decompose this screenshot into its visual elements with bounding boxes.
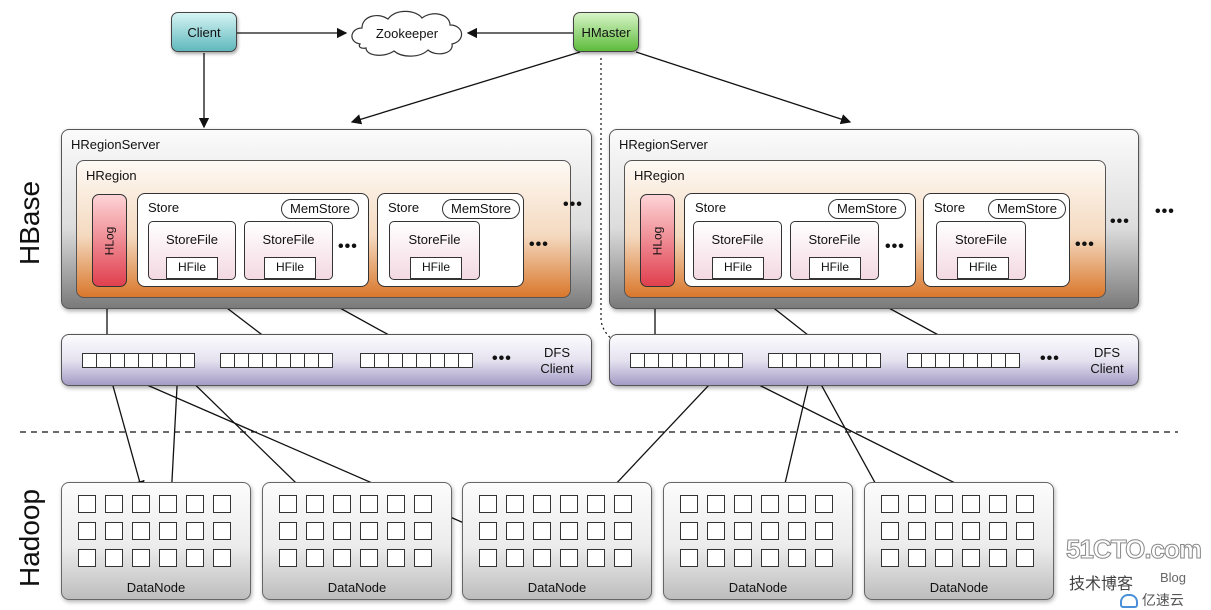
hmaster-label: HMaster xyxy=(581,24,631,40)
client-label: Client xyxy=(187,24,221,40)
storefile-label: StoreFile xyxy=(808,232,861,247)
hregionserver-title: HRegionServer xyxy=(619,137,708,152)
store-label: Store xyxy=(695,200,727,215)
storefile: StoreFile HFile xyxy=(936,221,1026,280)
datanode-1: DataNode xyxy=(61,482,251,600)
hadoop-label: Hadoop xyxy=(14,488,45,587)
dfs-client-2: ••• DFS Client xyxy=(609,334,1139,386)
watermark-site: 51CTO.com xyxy=(1065,534,1202,565)
dfs-block-group xyxy=(630,353,743,368)
zookeeper-label: Zookeeper xyxy=(375,25,439,41)
hfile: HFile xyxy=(410,257,462,279)
datanode-label: DataNode xyxy=(728,580,788,595)
storefile-label: StoreFile xyxy=(165,232,219,247)
datanode-block-grid xyxy=(881,495,1034,567)
dfs-label-line2: Client xyxy=(1090,361,1124,376)
hfile: HFile xyxy=(957,257,1009,279)
dfs-client-label: DFS Client xyxy=(532,345,582,377)
hlog-label: HLog xyxy=(102,226,117,255)
hregion-title: HRegion xyxy=(86,168,137,183)
datanode-3: DataNode xyxy=(462,482,652,600)
hfile: HFile xyxy=(712,257,764,279)
brand-cloud-icon xyxy=(1120,594,1138,609)
watermark-sub2: Blog xyxy=(1160,570,1187,585)
store-label: Store xyxy=(148,200,180,215)
store-ellipsis: ••• xyxy=(1075,236,1095,253)
dfs-block-group xyxy=(907,353,1020,368)
dfs-label-line2: Client xyxy=(540,361,574,376)
dfs-ellipsis: ••• xyxy=(1040,350,1060,367)
hfile: HFile xyxy=(264,257,316,279)
datanode-label: DataNode xyxy=(929,580,989,595)
watermark-brand-logo: 亿速云 xyxy=(1120,590,1184,610)
server-ellipsis: ••• xyxy=(1155,203,1175,220)
hfile: HFile xyxy=(166,257,218,279)
datanode-block-grid xyxy=(78,495,231,567)
datanode-block-grid xyxy=(279,495,432,567)
datanode-block-grid xyxy=(680,495,833,567)
datanode-5: DataNode xyxy=(864,482,1054,600)
storefile: StoreFile HFile xyxy=(389,221,480,280)
hlog-1: HLog xyxy=(92,194,127,287)
memstore: MemStore xyxy=(988,199,1066,219)
datanode-block-grid xyxy=(479,495,632,567)
hmaster-node: HMaster xyxy=(573,12,639,52)
store-1a: Store MemStore StoreFile HFile StoreFile… xyxy=(137,193,369,287)
dfs-block-group xyxy=(220,353,333,368)
memstore: MemStore xyxy=(281,199,359,219)
storefile-label: StoreFile xyxy=(954,232,1008,247)
datanode-label: DataNode xyxy=(527,580,587,595)
hregionserver-1: HRegionServer HRegion HLog Store MemStor… xyxy=(61,129,592,309)
datanode-4: DataNode xyxy=(663,482,853,600)
hregionserver-title: HRegionServer xyxy=(71,137,160,152)
storefile-ellipsis: ••• xyxy=(885,238,905,255)
store-1b: Store MemStore StoreFile HFile xyxy=(377,193,524,287)
hfile: HFile xyxy=(809,257,861,279)
store-ellipsis: ••• xyxy=(529,236,549,253)
hregion-title: HRegion xyxy=(634,168,685,183)
storefile-label: StoreFile xyxy=(711,232,764,247)
store-label: Store xyxy=(388,200,420,215)
hlog-2: HLog xyxy=(640,194,675,287)
storefile: StoreFile HFile xyxy=(790,221,879,280)
storefile-ellipsis: ••• xyxy=(338,238,358,255)
dfs-label-line1: DFS xyxy=(544,345,570,360)
storefile-label: StoreFile xyxy=(408,232,461,247)
dfs-block-group xyxy=(768,353,881,368)
zookeeper-cloud: Zookeeper xyxy=(346,8,468,58)
store-2b: Store MemStore StoreFile HFile xyxy=(923,193,1070,287)
hregion-ellipsis: ••• xyxy=(563,196,583,213)
hregion-ellipsis: ••• xyxy=(1110,213,1130,230)
storefile: StoreFile HFile xyxy=(693,221,782,280)
store-label: Store xyxy=(934,200,966,215)
dfs-client-label: DFS Client xyxy=(1082,345,1132,377)
dfs-block-group xyxy=(360,353,473,368)
storefile-label: StoreFile xyxy=(262,232,315,247)
hregionserver-2: HRegionServer HRegion HLog Store MemStor… xyxy=(609,129,1139,309)
dfs-block-group xyxy=(82,353,195,368)
storefile: StoreFile HFile xyxy=(244,221,333,280)
storefile: StoreFile HFile xyxy=(148,221,236,280)
dfs-label-line1: DFS xyxy=(1094,345,1120,360)
hlog-label: HLog xyxy=(650,226,665,255)
memstore: MemStore xyxy=(828,199,906,219)
dfs-client-1: ••• DFS Client xyxy=(61,334,592,386)
memstore: MemStore xyxy=(442,199,520,219)
hbase-label: HBase xyxy=(14,180,45,265)
watermark-brand: 亿速云 xyxy=(1141,592,1184,608)
datanode-2: DataNode xyxy=(262,482,452,600)
datanode-label: DataNode xyxy=(327,580,387,595)
hregion-2: HRegion HLog Store MemStore StoreFile HF… xyxy=(624,160,1106,298)
datanode-label: DataNode xyxy=(126,580,186,595)
hregion-1: HRegion HLog Store MemStore StoreFile HF… xyxy=(76,160,571,298)
watermark-sub1: 技术博客 xyxy=(1069,576,1134,593)
client-node: Client xyxy=(171,12,237,52)
cloud-icon xyxy=(351,10,463,57)
dfs-ellipsis: ••• xyxy=(492,350,512,367)
store-2a: Store MemStore StoreFile HFile StoreFile… xyxy=(684,193,916,287)
